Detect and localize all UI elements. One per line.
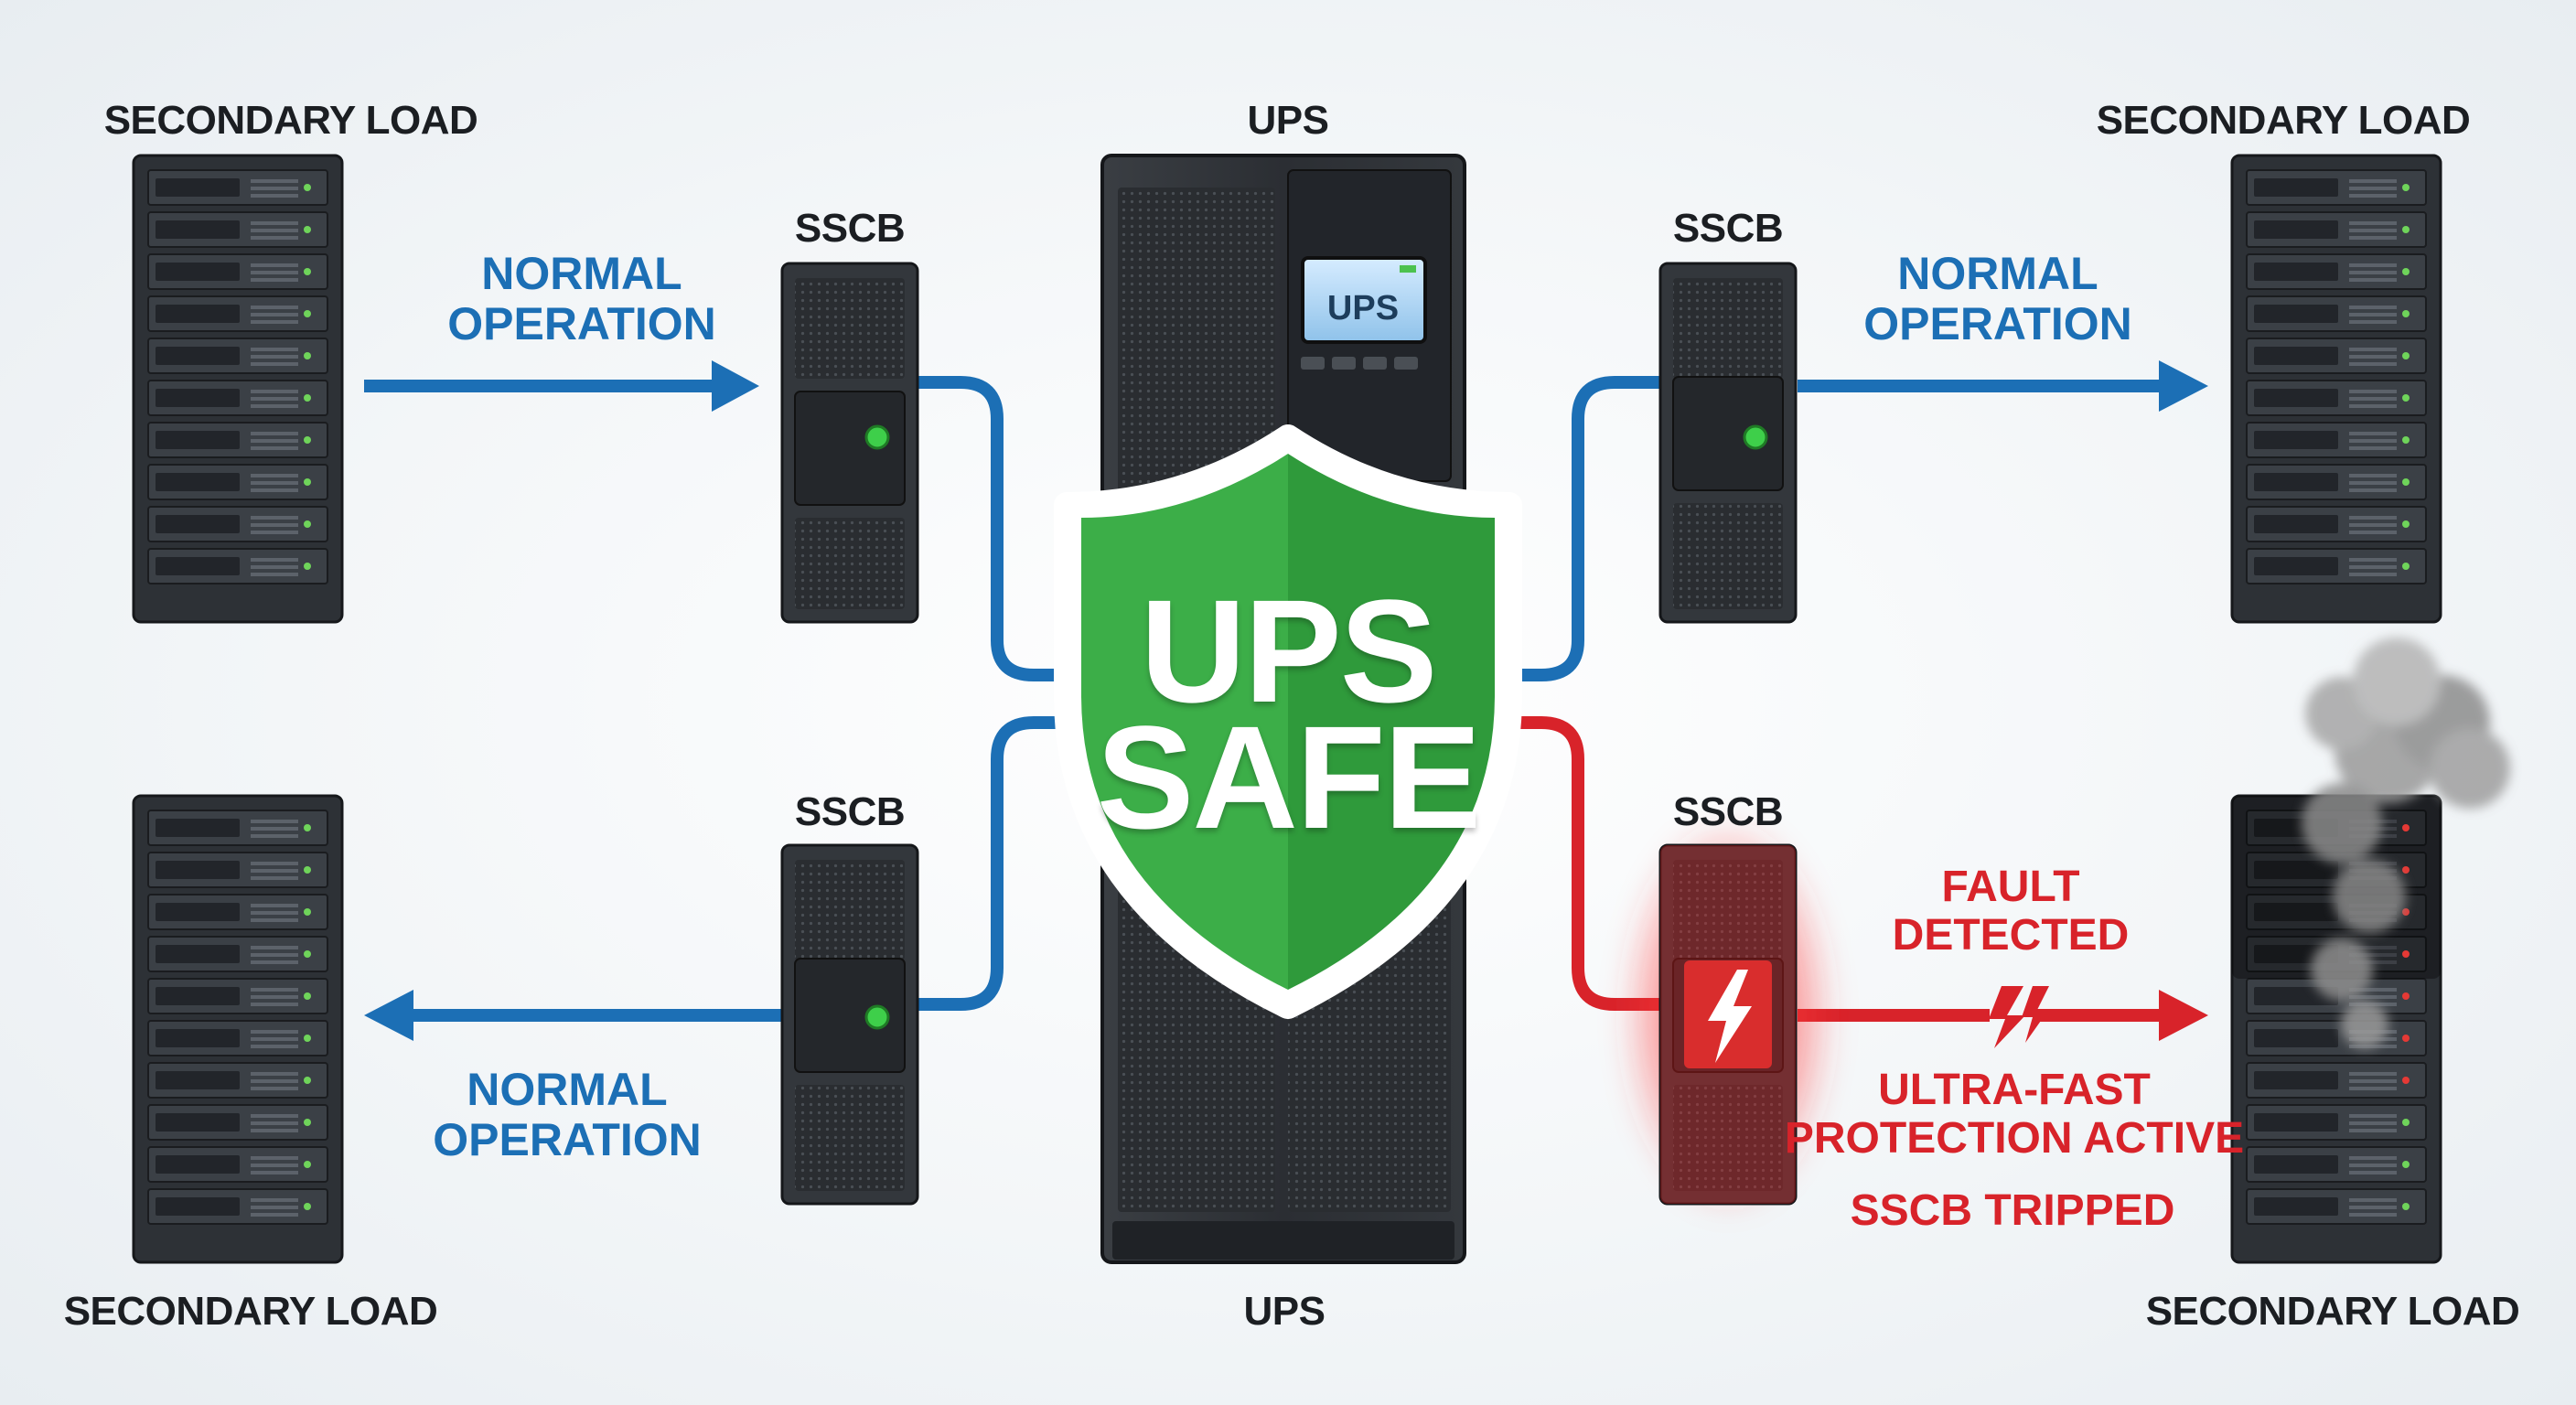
shield-label-safe: SAFE <box>1096 695 1482 859</box>
sscb-top-right <box>1658 262 1798 624</box>
label-ups-bottom: UPS <box>1243 1289 1326 1334</box>
normal-line1: NORMAL <box>481 248 682 299</box>
label-ups-top: UPS <box>1247 98 1329 143</box>
label-secondary-load-bottom-left: SECONDARY LOAD <box>63 1289 438 1334</box>
ups-display <box>1301 256 1427 344</box>
smoke-icon <box>2302 638 2510 1048</box>
power-icon <box>1743 424 1768 450</box>
ups-keypad <box>1301 357 1418 370</box>
normal-line1: NORMAL <box>467 1064 668 1115</box>
label-secondary-load-top-right: SECONDARY LOAD <box>2096 98 2471 143</box>
server-top-left <box>132 154 344 624</box>
lightning-icon <box>1708 970 1752 1063</box>
label-normal-operation-top-left: NORMAL OPERATION <box>447 249 716 349</box>
wire-top-right <box>1476 376 1667 681</box>
label-sscb-bottom-left: SSCB <box>794 789 906 834</box>
arrow-bottom-left <box>364 990 782 1041</box>
shield-label-ups: UPS <box>1140 569 1438 733</box>
protection-line2: PROTECTION ACTIVE <box>1784 1113 2245 1163</box>
server-bottom-right-damaged <box>2230 794 2442 1264</box>
protection-line1: ULTRA-FAST <box>1878 1066 2151 1114</box>
arrow-top-left <box>364 360 759 412</box>
label-sscb-top-right: SSCB <box>1672 206 1784 251</box>
normal-line2: OPERATION <box>433 1114 702 1165</box>
label-secondary-load-bottom-right: SECONDARY LOAD <box>2145 1289 2520 1334</box>
normal-line2: OPERATION <box>447 298 716 349</box>
power-icon <box>864 424 890 450</box>
wire-top-left <box>908 376 1104 681</box>
wire-bottom-left <box>908 716 1104 1011</box>
fault-line1: FAULT <box>1941 863 2080 911</box>
ups-screen-label: UPS <box>1326 289 1400 327</box>
power-icon <box>864 1004 890 1030</box>
label-fault-detected: FAULT DETECTED <box>1893 863 2130 960</box>
fault-line2: DETECTED <box>1892 910 2130 960</box>
shield-icon <box>1054 424 1522 1019</box>
normal-line1: NORMAL <box>1897 248 2098 299</box>
broken-wire-icon <box>1989 986 2049 1048</box>
sscb-top-left <box>780 262 919 624</box>
wiring <box>908 376 1667 1011</box>
label-normal-operation-top-right: NORMAL OPERATION <box>1863 249 2132 349</box>
label-protection-active: ULTRA-FAST PROTECTION ACTIVE <box>1784 1066 2245 1164</box>
label-sscb-bottom-right: SSCB <box>1672 789 1784 834</box>
wire-bottom-right-fault <box>1476 716 1667 1011</box>
arrow-top-right <box>1798 360 2208 412</box>
sscb-bottom-left <box>780 843 919 1206</box>
normal-line2: OPERATION <box>1863 298 2132 349</box>
server-top-right <box>2230 154 2442 624</box>
sscb-bottom-right-tripped <box>1617 814 1839 1217</box>
label-normal-operation-bottom-left: NORMAL OPERATION <box>433 1065 702 1165</box>
server-bottom-left <box>132 794 344 1264</box>
label-sscb-top-left: SSCB <box>794 206 906 251</box>
label-secondary-load-top-left: SECONDARY LOAD <box>103 98 478 143</box>
arrow-bottom-right-fault <box>1798 986 2208 1048</box>
label-sscb-tripped: SSCB TRIPPED <box>1850 1186 2175 1235</box>
